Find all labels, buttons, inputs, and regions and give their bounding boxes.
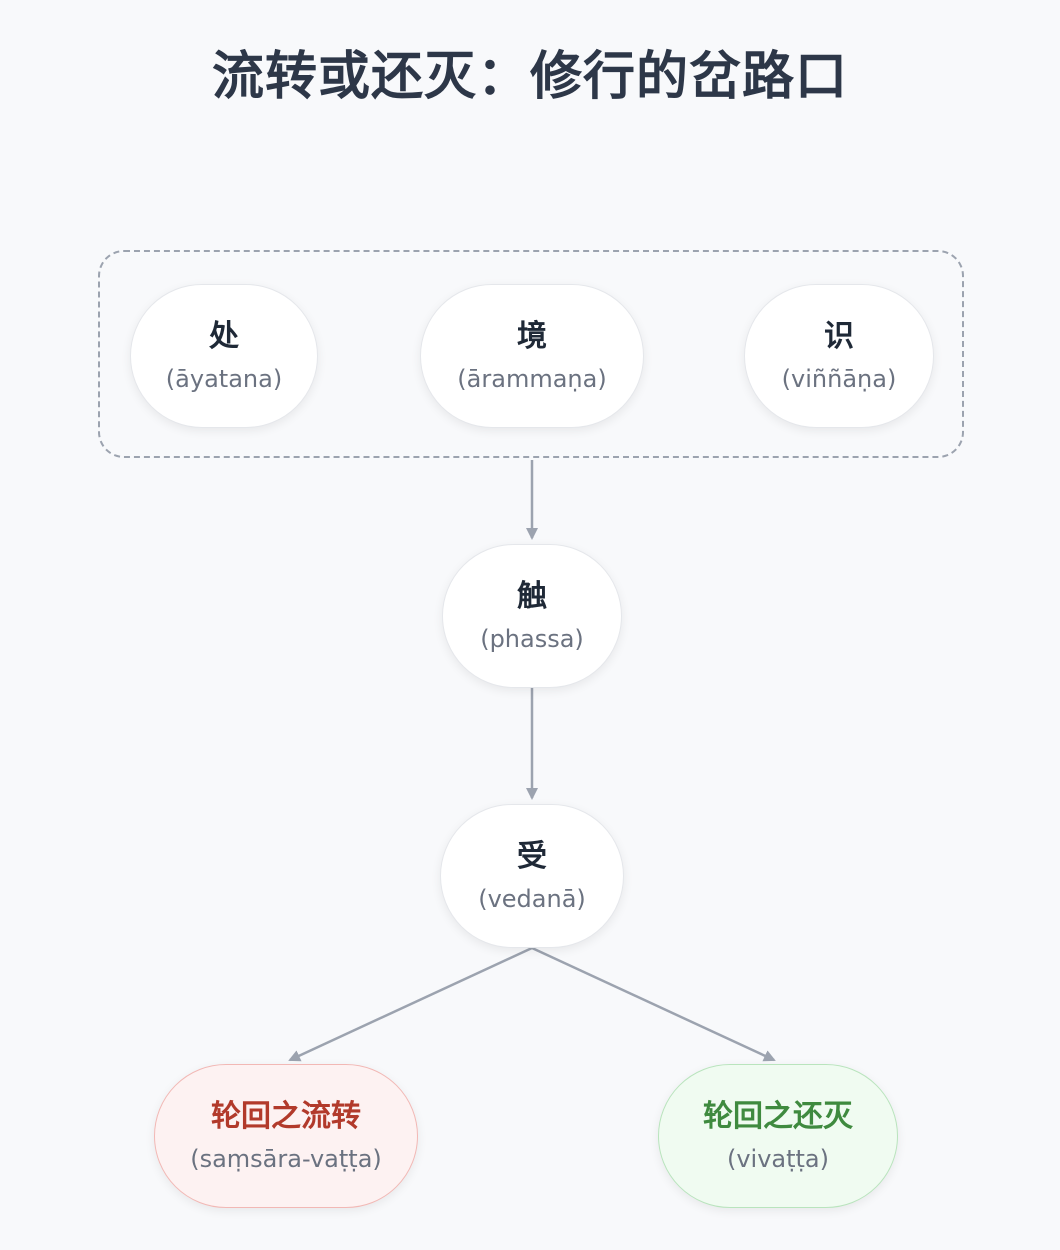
node-vedana-label: 受 xyxy=(517,838,547,874)
node-vedana: 受 (vedanā) xyxy=(440,804,624,948)
node-vivatta-pali: (vivaṭṭa) xyxy=(726,1144,830,1173)
node-phassa-pali: (phassa) xyxy=(480,624,584,653)
node-samsara-label: 轮回之流转 xyxy=(211,1098,361,1134)
node-vedana-pali: (vedanā) xyxy=(478,884,586,913)
edge-vedana-to-vivatta xyxy=(531,946,776,1062)
sense-base-group xyxy=(98,250,964,458)
node-ayatana: 处 (āyatana) xyxy=(130,284,318,428)
node-phassa: 触 (phassa) xyxy=(442,544,622,688)
node-vivatta: 轮回之还灭 (vivaṭṭa) xyxy=(658,1064,898,1208)
node-arammana-label: 境 xyxy=(517,318,547,354)
node-vinnana-label: 识 xyxy=(824,318,854,354)
edge-vedana-to-samsara xyxy=(288,946,533,1062)
node-ayatana-pali: (āyatana) xyxy=(165,364,283,393)
node-samsara: 轮回之流转 (saṃsāra-vaṭṭa) xyxy=(154,1064,418,1208)
node-phassa-label: 触 xyxy=(517,578,547,614)
page-title: 流转或还灭：修行的岔路口 xyxy=(211,47,848,107)
node-samsara-pali: (saṃsāra-vaṭṭa) xyxy=(190,1144,382,1173)
node-vinnana: 识 (viññāṇa) xyxy=(744,284,934,428)
node-vinnana-pali: (viññāṇa) xyxy=(781,364,897,393)
node-arammana: 境 (ārammaṇa) xyxy=(420,284,644,428)
node-ayatana-label: 处 xyxy=(209,318,239,354)
node-arammana-pali: (ārammaṇa) xyxy=(457,364,607,393)
node-vivatta-label: 轮回之还灭 xyxy=(703,1098,853,1134)
